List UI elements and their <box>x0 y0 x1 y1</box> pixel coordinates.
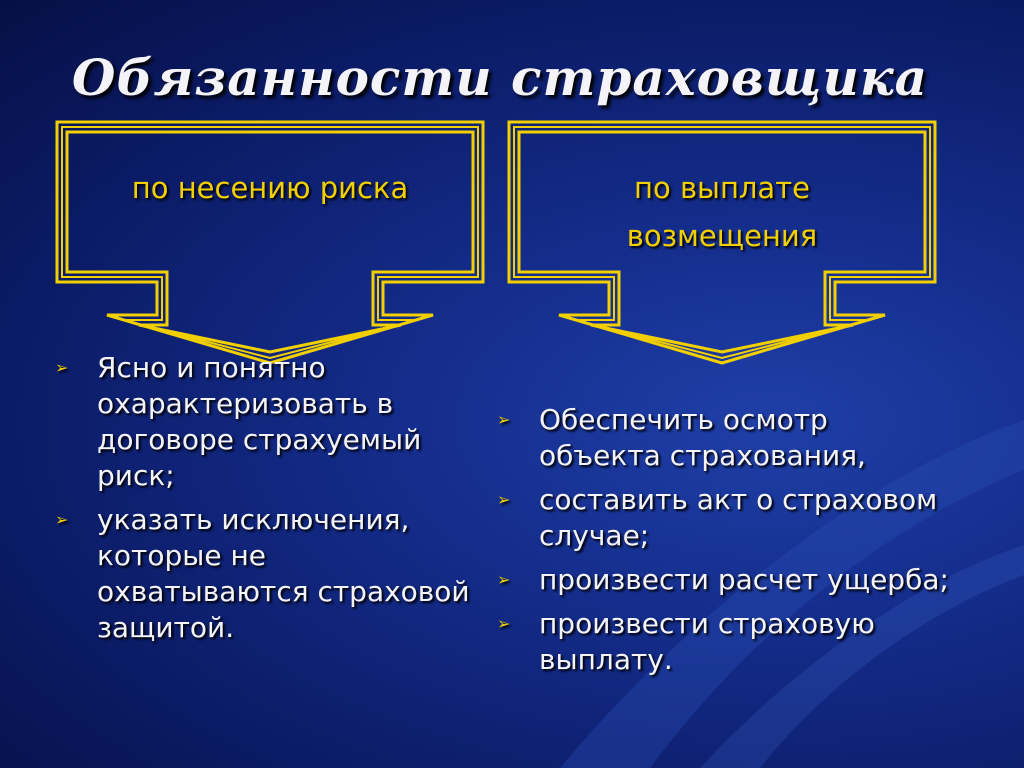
callout-box-risk: по несению риска <box>55 120 485 365</box>
risk-duties-list: ➢ Ясно и понятно охарактеризовать в дого… <box>55 350 475 654</box>
arrowhead-bullet-icon: ➢ <box>497 490 511 509</box>
list-item-text: составить акт о страховом случае; <box>539 483 938 552</box>
list-item-text: произвести расчет ущерба; <box>539 563 949 596</box>
callout-arrow-shape <box>507 120 937 365</box>
callout-arrow-shape <box>55 120 485 365</box>
arrowhead-bullet-icon: ➢ <box>497 410 511 429</box>
list-item-text: Обеспечить осмотр объекта страхования, <box>539 403 866 472</box>
list-item-text: произвести страховую выплату. <box>539 607 875 676</box>
list-item-text: указать исключения, которые не охватываю… <box>97 503 470 644</box>
callout-box-payment: по выплате возмещения <box>507 120 937 365</box>
callout-label-payment: по выплате возмещения <box>626 171 818 253</box>
arrowhead-bullet-icon: ➢ <box>55 358 69 377</box>
list-item: ➢ произвести расчет ущерба; <box>497 562 957 598</box>
list-item-text: Ясно и понятно охарактеризовать в догово… <box>97 351 422 492</box>
list-item: ➢ Ясно и понятно охарактеризовать в дого… <box>55 350 475 494</box>
list-item: ➢ Обеспечить осмотр объекта страхования, <box>497 402 957 474</box>
arrowhead-bullet-icon: ➢ <box>497 614 511 633</box>
arrowhead-bullet-icon: ➢ <box>55 510 69 529</box>
callout-label-risk: по несению риска <box>131 171 409 205</box>
list-item: ➢ указать исключения, которые не охватыв… <box>55 502 475 646</box>
list-item: ➢ составить акт о страховом случае; <box>497 482 957 554</box>
arrowhead-bullet-icon: ➢ <box>497 570 511 589</box>
page-title: Обязанности страховщика <box>71 48 929 107</box>
list-item: ➢ произвести страховую выплату. <box>497 606 957 678</box>
payment-duties-list: ➢ Обеспечить осмотр объекта страхования,… <box>497 402 957 686</box>
